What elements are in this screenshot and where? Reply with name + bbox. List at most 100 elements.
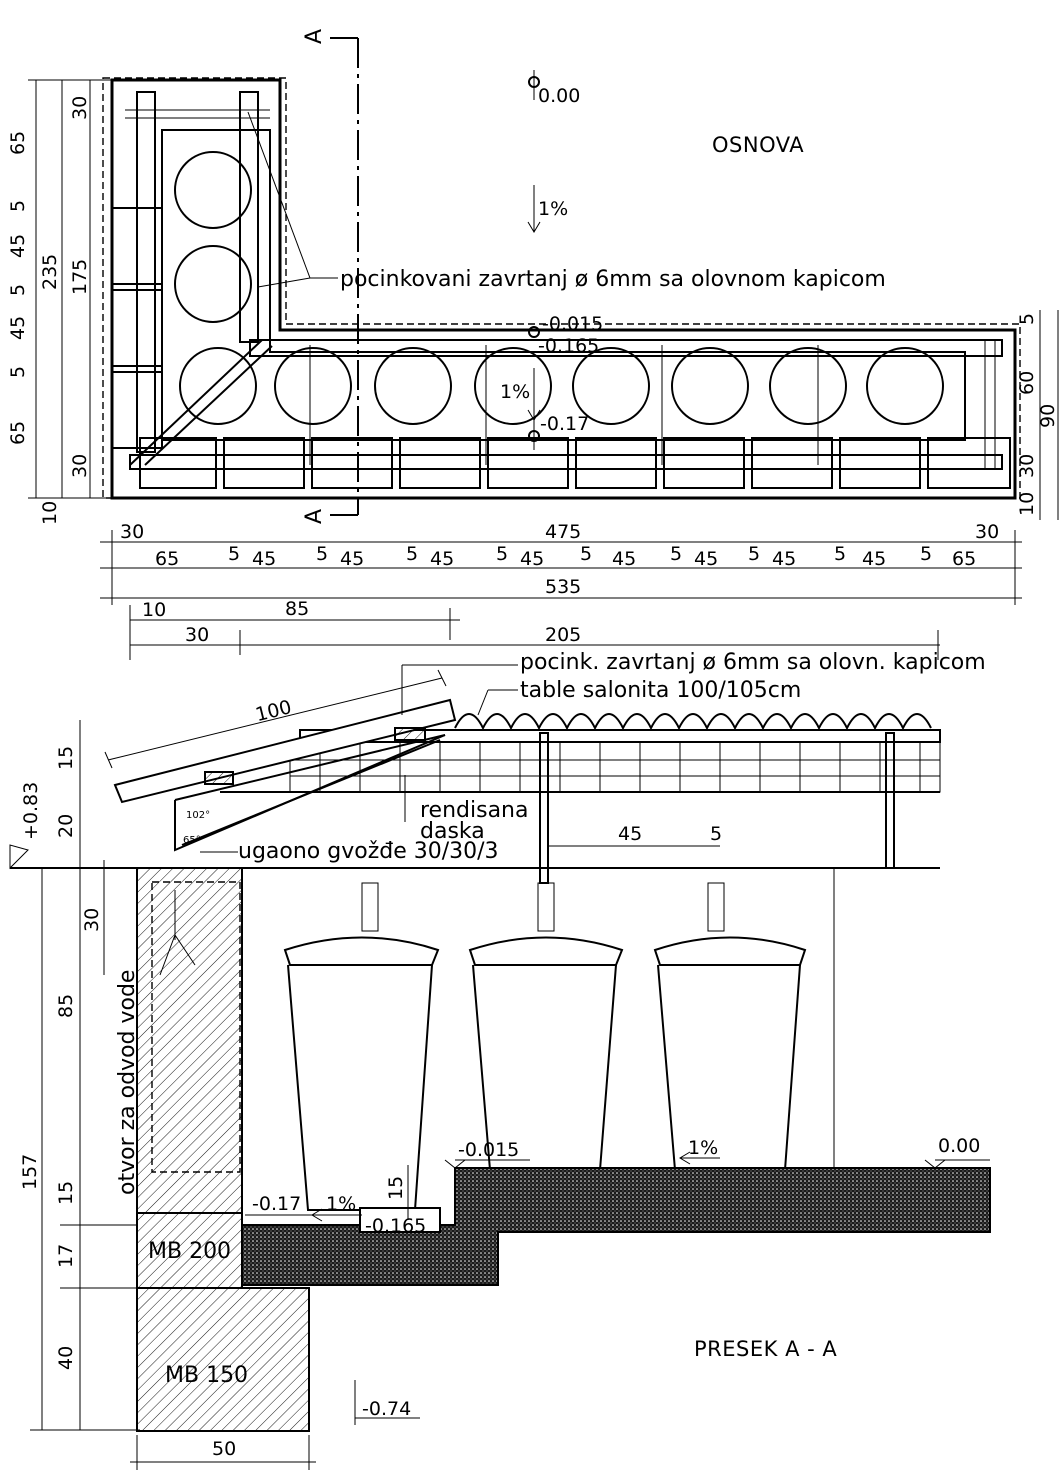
section-notes: pocink. zavrtanj ø 6mm sa olovn. kapicom… — [200, 650, 986, 864]
svg-text:20: 20 — [55, 814, 77, 838]
plan-post-lines — [309, 345, 819, 465]
svg-text:175: 175 — [69, 259, 91, 295]
svg-text:-0.74: -0.74 — [362, 1398, 411, 1420]
svg-text:-0.17: -0.17 — [540, 413, 589, 435]
plan-left-dims: 65 5 45 5 45 5 65 235 30 175 30 10 — [7, 79, 112, 525]
roof-boards — [220, 729, 941, 793]
svg-text:5: 5 — [710, 823, 722, 845]
svg-text:45: 45 — [252, 548, 276, 570]
plan-bottom-dims: 30 475 30 65 5 45 5 45 5 45 5 45 5 45 5 … — [100, 521, 1022, 605]
svg-text:5: 5 — [670, 543, 682, 565]
svg-text:5: 5 — [1016, 313, 1038, 325]
footing: MB 200 MB 150 — [136, 1212, 310, 1432]
svg-text:30: 30 — [69, 96, 91, 120]
svg-text:30: 30 — [1016, 454, 1038, 478]
svg-text:1%: 1% — [688, 1137, 718, 1159]
svg-text:5: 5 — [7, 200, 29, 212]
svg-text:85: 85 — [55, 994, 77, 1018]
plan-rail — [129, 454, 1003, 470]
svg-text:5: 5 — [406, 543, 418, 565]
plan-slope-arrows: 1% 1% — [500, 185, 568, 421]
plan-bolt-note: pocinkovani zavrtanj ø 6mm sa olovnom ka… — [247, 111, 886, 292]
svg-text:45: 45 — [430, 548, 454, 570]
svg-text:1%: 1% — [326, 1193, 356, 1215]
svg-text:5: 5 — [496, 543, 508, 565]
svg-text:1%: 1% — [500, 381, 530, 403]
svg-text:60: 60 — [1016, 371, 1038, 395]
svg-text:40: 40 — [55, 1346, 77, 1370]
section-base-dim: 50 — [130, 1435, 316, 1470]
svg-text:A: A — [302, 29, 327, 44]
svg-text:205: 205 — [545, 624, 581, 646]
svg-text:15: 15 — [385, 1176, 407, 1200]
svg-text:5: 5 — [7, 366, 29, 378]
section-levels: -0.015 1% 0.00 -0.17 1% -0.165 15 -0.74 — [245, 1135, 990, 1425]
svg-text:5: 5 — [228, 543, 240, 565]
roof-corrugated-sheet — [454, 713, 932, 731]
plan-rail — [136, 91, 156, 453]
svg-text:90: 90 — [1037, 404, 1059, 428]
svg-text:65: 65 — [155, 548, 179, 570]
plan-level-markers: 0.00 -0.015 -0.165 -0.17 — [528, 70, 603, 450]
svg-text:65: 65 — [7, 131, 29, 155]
svg-text:+0.83: +0.83 — [20, 782, 42, 840]
svg-text:-0.165: -0.165 — [365, 1215, 426, 1237]
svg-text:A: A — [302, 509, 327, 524]
svg-text:-0.015: -0.015 — [458, 1139, 519, 1161]
section-view: 10 85 30 205 — [9, 598, 991, 1470]
svg-text:5: 5 — [580, 543, 592, 565]
svg-text:pocinkovani zavrtanj ø 6mm sa: pocinkovani zavrtanj ø 6mm sa olovnom ka… — [340, 267, 886, 292]
svg-text:65°: 65° — [183, 835, 201, 846]
svg-text:rendisana: rendisana — [420, 798, 529, 823]
svg-text:5: 5 — [834, 543, 846, 565]
section-bins — [241, 868, 807, 1213]
concrete-wall — [136, 867, 243, 1214]
svg-text:50: 50 — [212, 1438, 236, 1460]
section-line-a: A A — [302, 29, 359, 524]
svg-text:102°: 102° — [186, 810, 210, 821]
svg-text:pocink. zavrtanj ø 6mm sa olov: pocink. zavrtanj ø 6mm sa olovn. kapicom — [520, 650, 986, 675]
ground-slab — [241, 1167, 991, 1286]
svg-text:-0.015: -0.015 — [542, 313, 603, 335]
svg-text:535: 535 — [545, 576, 581, 598]
svg-text:0.00: 0.00 — [538, 85, 580, 107]
svg-text:45: 45 — [520, 548, 544, 570]
plan-offset-outline — [102, 77, 1021, 499]
svg-text:0.00: 0.00 — [938, 1135, 980, 1157]
svg-text:45: 45 — [772, 548, 796, 570]
svg-text:daska: daska — [420, 819, 485, 844]
svg-text:100: 100 — [253, 696, 294, 726]
svg-text:table salonita 100/105cm: table salonita 100/105cm — [520, 678, 801, 703]
svg-text:45: 45 — [7, 234, 29, 258]
svg-text:30: 30 — [975, 521, 999, 543]
svg-text:5: 5 — [920, 543, 932, 565]
svg-text:5: 5 — [7, 284, 29, 296]
svg-text:30: 30 — [120, 521, 144, 543]
svg-text:30: 30 — [69, 454, 91, 478]
plan-view: A A 0.00 -0.015 -0.165 -0.17 1% 1% OSNOV… — [7, 29, 1059, 605]
svg-text:5: 5 — [316, 543, 328, 565]
plan-title: OSNOVA — [712, 133, 804, 157]
svg-text:85: 85 — [285, 598, 309, 620]
svg-text:10: 10 — [39, 501, 61, 525]
svg-text:45: 45 — [340, 548, 364, 570]
svg-text:30: 30 — [81, 908, 103, 932]
svg-text:30: 30 — [185, 624, 209, 646]
plan-paver-row — [139, 437, 1011, 489]
svg-text:475: 475 — [545, 521, 581, 543]
svg-text:45: 45 — [612, 548, 636, 570]
section-top-dims: 10 85 30 205 — [129, 598, 940, 660]
svg-text:65: 65 — [952, 548, 976, 570]
plan-rail — [249, 339, 1003, 357]
svg-text:5: 5 — [748, 543, 760, 565]
svg-text:1%: 1% — [538, 198, 568, 220]
svg-text:MB 200: MB 200 — [148, 1239, 231, 1264]
svg-text:15: 15 — [55, 1181, 77, 1205]
angle-iron-frame: 102° 65° — [174, 727, 446, 852]
svg-text:-0.17: -0.17 — [252, 1193, 301, 1215]
svg-text:ugaono gvožđe 30/30/3: ugaono gvožđe 30/30/3 — [238, 839, 499, 864]
section-left-dims: 15 20 30 85 15 17 40 157 — [19, 720, 140, 1431]
svg-text:10: 10 — [142, 599, 166, 621]
svg-text:45: 45 — [862, 548, 886, 570]
